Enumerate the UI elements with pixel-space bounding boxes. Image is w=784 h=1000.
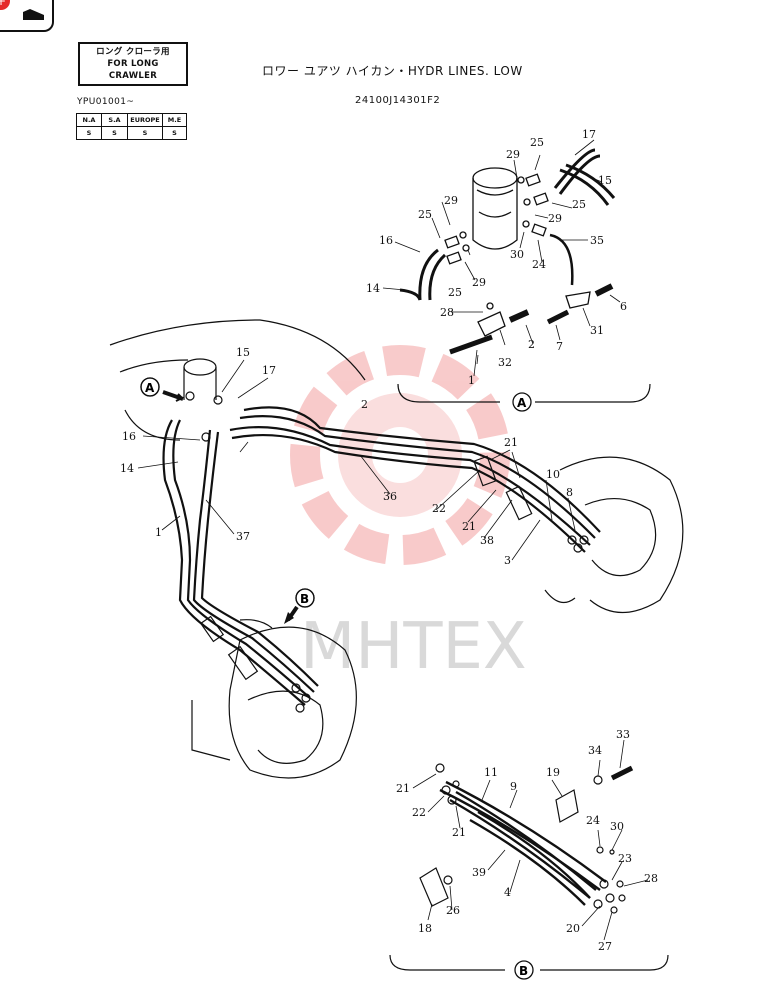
callout-16: 16 bbox=[122, 430, 136, 443]
svg-text:B: B bbox=[300, 592, 309, 606]
region-spec-table: N.A S.A EUROPE M.E S S S S bbox=[76, 113, 187, 140]
crawler-label-en: FOR LONG CRAWLER bbox=[107, 59, 159, 81]
callout-16: 16 bbox=[379, 234, 393, 247]
section-b-label: B bbox=[295, 588, 315, 608]
part-number: 24100J14301F2 bbox=[355, 95, 441, 106]
callout-35: 35 bbox=[590, 234, 604, 247]
callout-39: 39 bbox=[472, 866, 486, 879]
watermark-gear-icon bbox=[290, 345, 510, 565]
detail-b-label: B bbox=[514, 960, 534, 980]
svg-text:A: A bbox=[145, 381, 155, 395]
spec-value-me: S bbox=[162, 126, 187, 140]
callout-34: 34 bbox=[588, 744, 602, 757]
section-a-label: A bbox=[140, 377, 160, 397]
callout-22: 22 bbox=[412, 806, 426, 819]
callout-14: 14 bbox=[120, 462, 134, 475]
callout-24: 24 bbox=[532, 258, 546, 271]
callout-1: 1 bbox=[468, 374, 475, 387]
callout-9: 9 bbox=[510, 780, 517, 793]
detail-a-label: A bbox=[512, 392, 532, 412]
callout-25: 25 bbox=[418, 208, 432, 221]
callout-25: 25 bbox=[448, 286, 462, 299]
callout-11: 11 bbox=[484, 766, 498, 779]
main-view bbox=[109, 319, 684, 779]
callout-30: 30 bbox=[510, 248, 524, 261]
callout-7: 7 bbox=[556, 340, 563, 353]
callout-29: 29 bbox=[472, 276, 486, 289]
callout-32: 32 bbox=[498, 356, 512, 369]
callout-21: 21 bbox=[462, 520, 476, 533]
svg-text:B: B bbox=[519, 964, 528, 978]
detail-a bbox=[382, 139, 651, 403]
callout-25: 25 bbox=[572, 198, 586, 211]
svg-text:A: A bbox=[517, 396, 527, 410]
callouts: 17 25 29 15 25 29 29 25 16 35 30 24 29 2… bbox=[120, 128, 658, 953]
detail-b bbox=[389, 739, 669, 971]
callout-27: 27 bbox=[598, 940, 612, 953]
callout-31: 31 bbox=[590, 324, 604, 337]
callout-8: 8 bbox=[566, 486, 573, 499]
callout-29: 29 bbox=[548, 212, 562, 225]
callout-24: 24 bbox=[586, 814, 600, 827]
callout-28: 28 bbox=[644, 872, 658, 885]
plus-icon[interactable]: + bbox=[0, 0, 10, 10]
callout-36: 36 bbox=[383, 490, 397, 503]
callout-19: 19 bbox=[546, 766, 560, 779]
callout-15: 15 bbox=[236, 346, 250, 359]
callout-3: 3 bbox=[504, 554, 511, 567]
serial-range: YPU01001~ bbox=[77, 97, 135, 107]
callout-21: 21 bbox=[504, 436, 518, 449]
callout-1: 1 bbox=[155, 526, 162, 539]
callout-23: 23 bbox=[618, 852, 632, 865]
callout-18: 18 bbox=[418, 922, 432, 935]
callout-29: 29 bbox=[444, 194, 458, 207]
callout-6: 6 bbox=[620, 300, 627, 313]
pdf-tab-button[interactable]: + bbox=[0, 0, 54, 32]
callout-10: 10 bbox=[546, 468, 560, 481]
callout-37: 37 bbox=[236, 530, 250, 543]
folder-icon bbox=[23, 9, 44, 20]
misc-mark: 2 bbox=[361, 398, 368, 411]
callout-38: 38 bbox=[480, 534, 494, 547]
callout-21: 21 bbox=[396, 782, 410, 795]
callout-30: 30 bbox=[610, 820, 624, 833]
watermark-text: МНТЕХ bbox=[300, 610, 527, 684]
callout-20: 20 bbox=[566, 922, 580, 935]
callout-15: 15 bbox=[598, 174, 612, 187]
callout-26: 26 bbox=[446, 904, 460, 917]
callout-17: 17 bbox=[582, 128, 596, 141]
callout-22: 22 bbox=[432, 502, 446, 515]
callout-17: 17 bbox=[262, 364, 276, 377]
callout-29: 29 bbox=[506, 148, 520, 161]
callout-14: 14 bbox=[366, 282, 380, 295]
callout-4: 4 bbox=[504, 886, 511, 899]
callout-2: 2 bbox=[528, 338, 535, 351]
long-crawler-label: ロング クローラ用 FOR LONG CRAWLER bbox=[78, 42, 188, 86]
callout-28: 28 bbox=[440, 306, 454, 319]
callout-33: 33 bbox=[616, 728, 630, 741]
callout-25: 25 bbox=[530, 136, 544, 149]
crawler-label-jp: ロング クローラ用 bbox=[96, 47, 170, 57]
page-title: ロワー ユアツ ハイカン・HYDR LINES. LOW bbox=[262, 64, 523, 78]
callout-21: 21 bbox=[452, 826, 466, 839]
